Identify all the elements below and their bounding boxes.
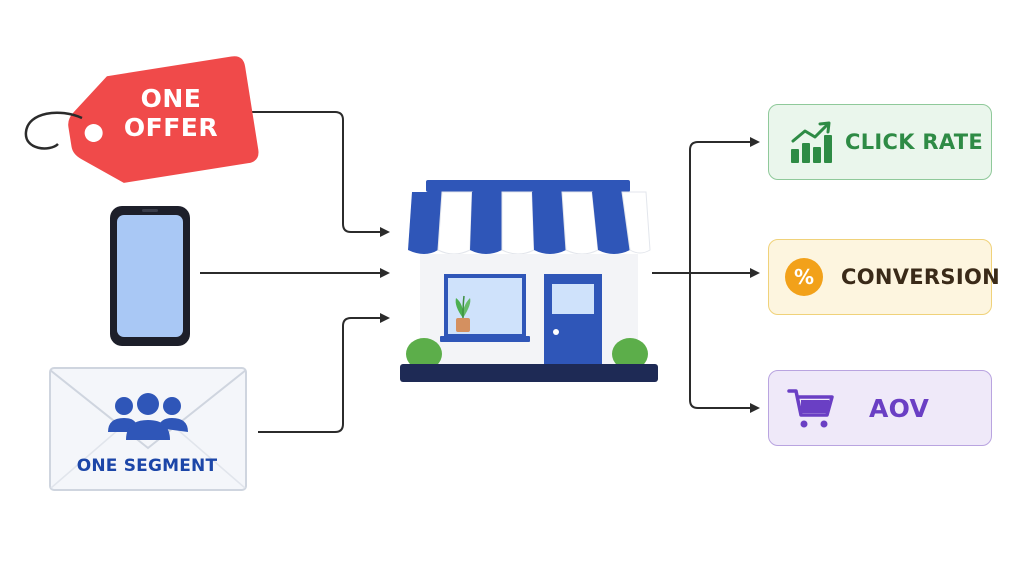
- arrow-to-aov: [689, 273, 760, 413]
- offer-label: ONE OFFER: [116, 84, 226, 142]
- arrow-segment-to-store: [258, 313, 390, 433]
- offer-line-2: OFFER: [123, 113, 219, 142]
- conversion-card: % CONVERSION: [768, 239, 1000, 315]
- shopping-cart-icon: [787, 389, 834, 428]
- arrow-to-click-rate: [689, 137, 760, 273]
- segment-label: ONE SEGMENT: [76, 456, 218, 476]
- click-rate-card: CLICK RATE: [768, 104, 992, 180]
- percent-icon: %: [785, 258, 823, 296]
- conversion-label: CONVERSION: [841, 265, 1000, 289]
- people-group-icon: [108, 393, 188, 440]
- smartphone-icon: [110, 206, 190, 346]
- arrow-offer-to-store: [248, 111, 390, 237]
- price-tag-icon: [24, 56, 259, 183]
- aov-label: AOV: [869, 394, 930, 423]
- bar-chart-trend-icon: [791, 121, 832, 163]
- offer-line-1: ONE: [140, 84, 202, 113]
- storefront-icon: [400, 180, 658, 382]
- aov-card: AOV: [768, 370, 992, 446]
- click-rate-label: CLICK RATE: [845, 130, 984, 154]
